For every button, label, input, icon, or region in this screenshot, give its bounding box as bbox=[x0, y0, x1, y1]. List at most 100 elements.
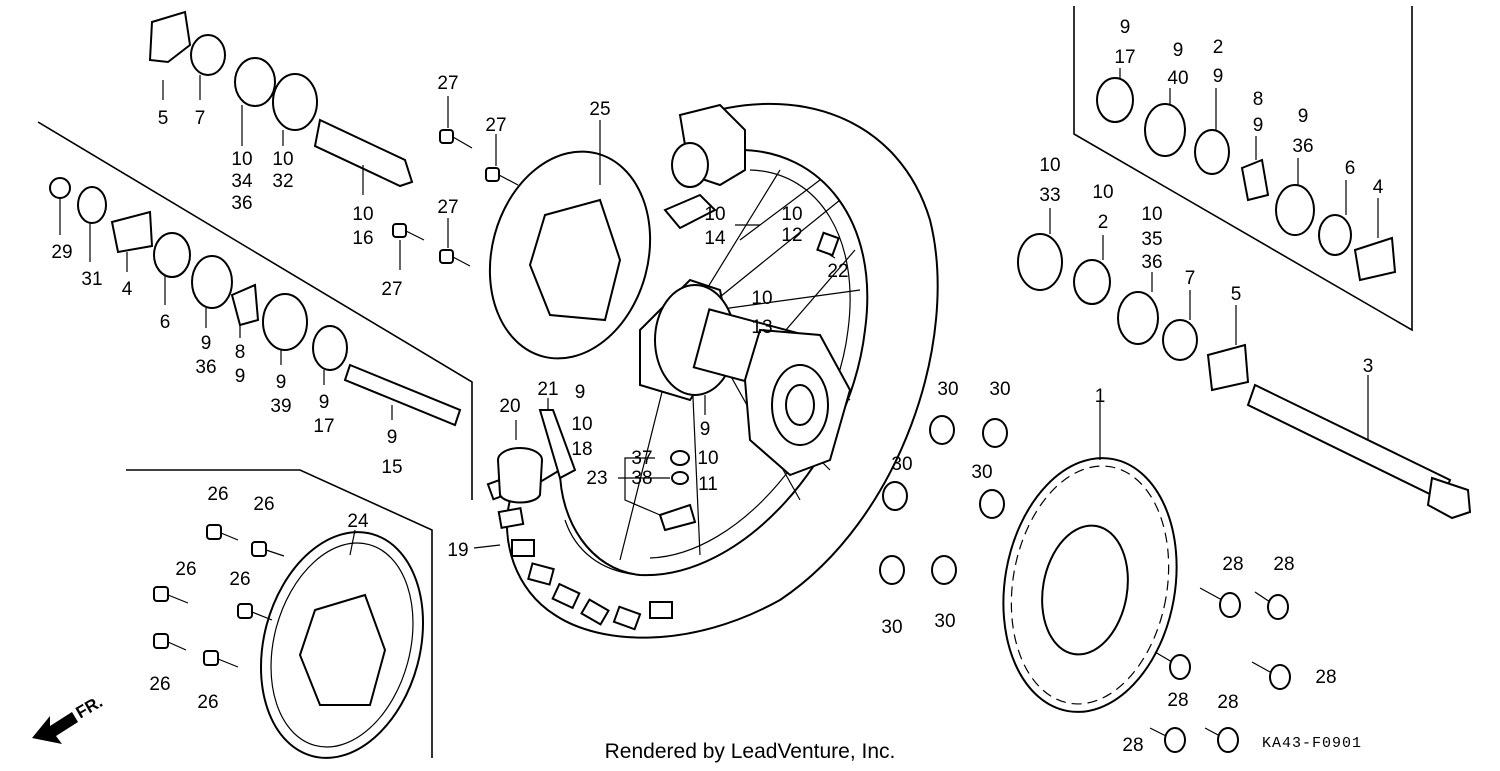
bolts-28 bbox=[1149, 587, 1291, 753]
label-36: 36 bbox=[195, 357, 216, 378]
label-30: 30 bbox=[937, 379, 958, 400]
label-9: 9 bbox=[319, 392, 330, 413]
label-37: 37 bbox=[631, 448, 652, 469]
label-9: 9 bbox=[1120, 17, 1131, 38]
label-24: 24 bbox=[347, 511, 369, 532]
label-35: 35 bbox=[1141, 229, 1162, 250]
sprocket bbox=[1002, 457, 1178, 713]
label-36: 36 bbox=[1292, 136, 1313, 157]
left-spacer-group bbox=[49, 10, 462, 427]
label-32: 32 bbox=[272, 171, 293, 192]
label-8: 8 bbox=[1253, 89, 1264, 110]
brake-disc-24 bbox=[259, 531, 425, 759]
label-9: 9 bbox=[1298, 106, 1309, 127]
label-10: 10 bbox=[571, 414, 592, 435]
label-9: 9 bbox=[700, 419, 711, 440]
label-31: 31 bbox=[81, 269, 102, 290]
label-30: 30 bbox=[881, 617, 902, 638]
label-25: 25 bbox=[589, 99, 610, 120]
label-26: 26 bbox=[149, 674, 170, 695]
bolts-26 bbox=[153, 524, 285, 668]
label-14: 14 bbox=[704, 228, 726, 249]
label-27: 27 bbox=[437, 197, 458, 218]
label-26: 26 bbox=[197, 692, 218, 713]
label-10: 10 bbox=[352, 204, 373, 225]
label-28: 28 bbox=[1273, 554, 1294, 575]
label-28: 28 bbox=[1167, 690, 1188, 711]
label-28: 28 bbox=[1315, 667, 1336, 688]
label-10: 10 bbox=[781, 204, 802, 225]
label-9: 9 bbox=[575, 382, 586, 403]
label-18: 18 bbox=[571, 439, 592, 460]
label-1: 1 bbox=[1095, 386, 1106, 407]
label-9: 9 bbox=[235, 366, 246, 387]
label-27: 27 bbox=[485, 115, 506, 136]
label-29: 29 bbox=[51, 242, 72, 263]
label-17: 17 bbox=[1114, 47, 1135, 68]
label-2: 2 bbox=[1098, 212, 1109, 233]
rim-band-and-tube bbox=[497, 409, 577, 504]
label-30: 30 bbox=[989, 379, 1010, 400]
label-10: 10 bbox=[231, 149, 252, 170]
label-8: 8 bbox=[235, 342, 246, 363]
axle bbox=[1246, 383, 1472, 520]
label-3: 3 bbox=[1363, 356, 1374, 377]
label-13: 13 bbox=[751, 317, 772, 338]
wheel-hub bbox=[639, 278, 852, 477]
label-26: 26 bbox=[229, 569, 250, 590]
label-9: 9 bbox=[1213, 66, 1224, 87]
label-40: 40 bbox=[1167, 68, 1188, 89]
label-15: 15 bbox=[381, 457, 402, 478]
label-28: 28 bbox=[1222, 554, 1243, 575]
wheel-collar bbox=[663, 103, 746, 230]
label-28: 28 bbox=[1217, 692, 1238, 713]
rim-lock bbox=[816, 231, 840, 257]
label-6: 6 bbox=[160, 312, 171, 333]
label-7: 7 bbox=[195, 108, 206, 129]
brake-disc-25 bbox=[488, 150, 652, 360]
label-10: 10 bbox=[1092, 182, 1113, 203]
label-10: 10 bbox=[704, 204, 725, 225]
label-2: 2 bbox=[1213, 37, 1224, 58]
label-19: 19 bbox=[447, 540, 468, 561]
fr-label: FR. bbox=[73, 692, 106, 722]
label-10: 10 bbox=[697, 448, 718, 469]
front-direction-arrow: FR. bbox=[32, 692, 106, 744]
label-26: 26 bbox=[175, 559, 196, 580]
label-7: 7 bbox=[1185, 268, 1196, 289]
label-4: 4 bbox=[1373, 177, 1384, 198]
label-9: 9 bbox=[201, 333, 212, 354]
label-26: 26 bbox=[253, 494, 274, 515]
label-26: 26 bbox=[207, 484, 228, 505]
label-9: 9 bbox=[387, 427, 398, 448]
label-36: 36 bbox=[1141, 252, 1162, 273]
label-20: 20 bbox=[499, 396, 520, 417]
label-39: 39 bbox=[270, 396, 291, 417]
label-33: 33 bbox=[1039, 185, 1060, 206]
bolts-27 bbox=[392, 129, 519, 267]
label-30: 30 bbox=[971, 462, 992, 483]
tire-tread bbox=[486, 475, 673, 631]
label-17: 17 bbox=[313, 416, 334, 437]
valve-stem bbox=[658, 450, 697, 532]
label-9: 9 bbox=[1173, 40, 1184, 61]
label-9: 9 bbox=[276, 372, 287, 393]
label-27: 27 bbox=[381, 279, 402, 300]
label-12: 12 bbox=[781, 225, 802, 246]
label-11: 11 bbox=[698, 474, 718, 495]
label-30: 30 bbox=[891, 454, 912, 475]
label-23: 23 bbox=[586, 468, 607, 489]
label-10: 10 bbox=[1141, 204, 1162, 225]
label-22: 22 bbox=[827, 261, 848, 282]
label-28: 28 bbox=[1122, 735, 1143, 756]
label-9: 9 bbox=[1253, 115, 1264, 136]
panel-borders bbox=[37, 6, 1413, 758]
label-6: 6 bbox=[1345, 158, 1356, 179]
label-38: 38 bbox=[631, 468, 652, 489]
label-4: 4 bbox=[122, 279, 133, 300]
label-10: 10 bbox=[272, 149, 293, 170]
label-27: 27 bbox=[437, 73, 458, 94]
credit-text: Rendered by LeadVenture, Inc. bbox=[605, 740, 896, 763]
callout-labels: 5 7 10 34 36 10 32 10 16 29 31 4 6 9 36 … bbox=[51, 17, 1383, 756]
